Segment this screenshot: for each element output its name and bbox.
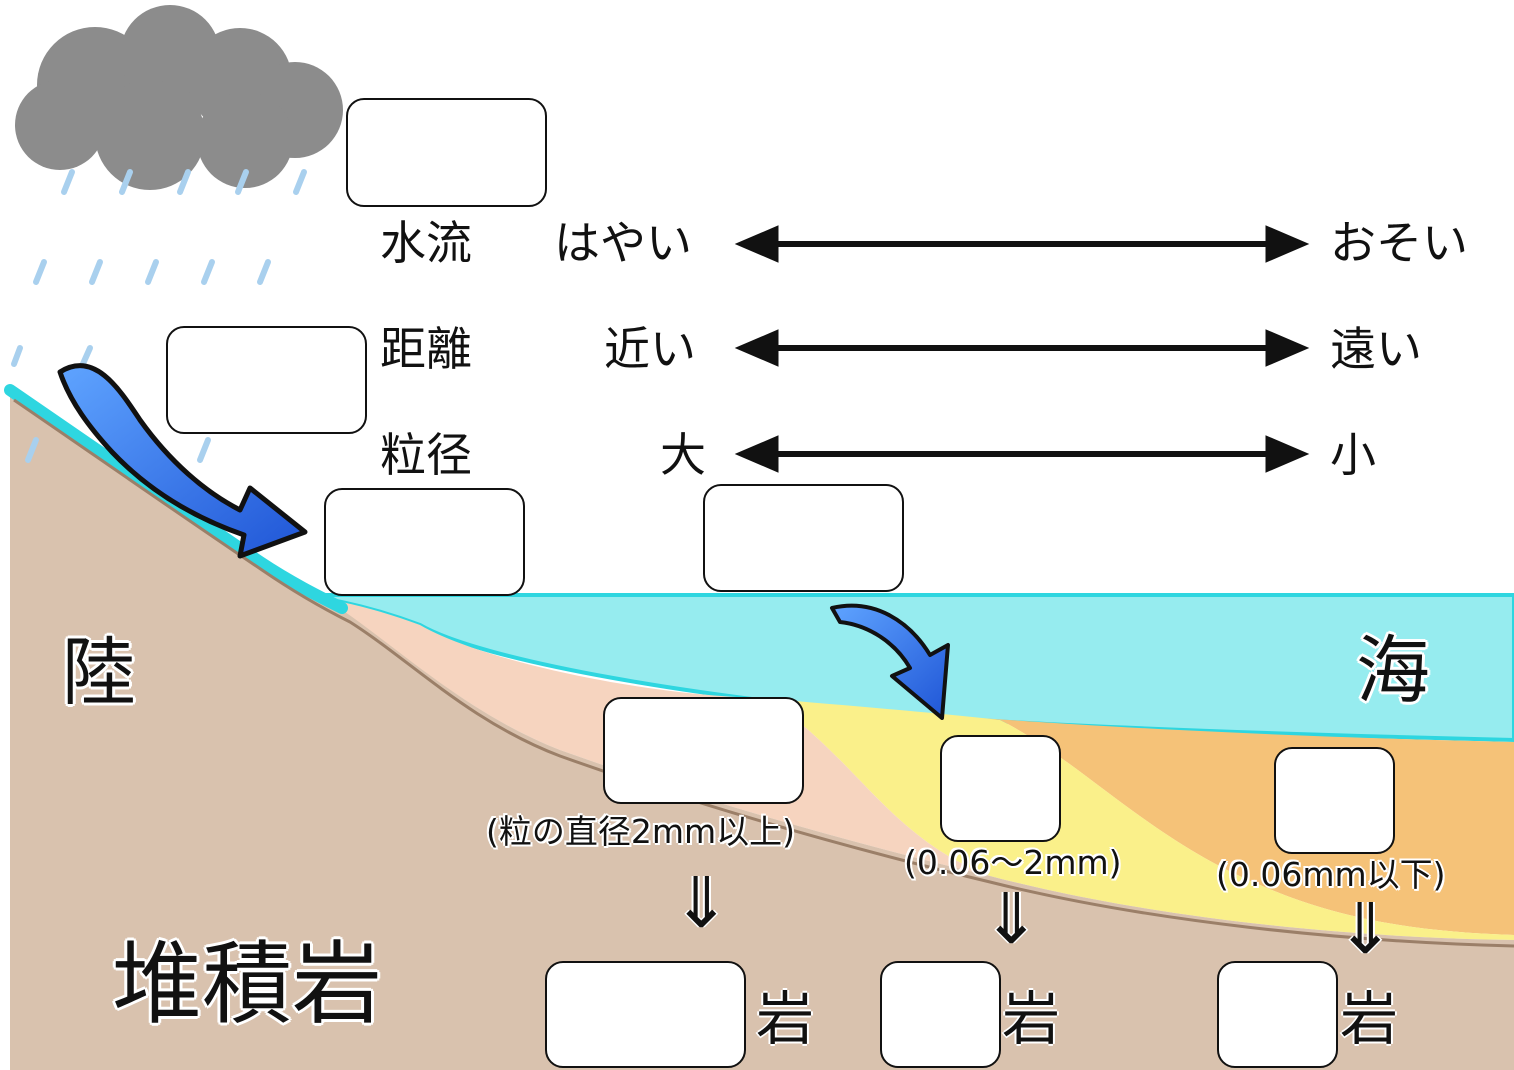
down-arrow-icon: ⇓ <box>1336 888 1395 970</box>
answer-box-sand[interactable] <box>940 735 1061 842</box>
answer-box-weather[interactable] <box>346 98 547 207</box>
down-arrow-icon: ⇓ <box>672 862 731 944</box>
sea-label: 海 <box>1356 628 1430 714</box>
answer-box-rock-gravel[interactable] <box>545 961 746 1068</box>
down-arrow-icon: ⇓ <box>982 878 1041 960</box>
answer-box-deposition[interactable] <box>703 484 904 592</box>
answer-box-land-process[interactable] <box>166 326 367 434</box>
double-headed-arrow-icon <box>734 435 1310 473</box>
rock-suffix-sand: 岩 <box>1002 985 1061 1053</box>
mud-size-note: (0.06mm以下) <box>1216 855 1446 894</box>
water-flow-fast-label: はやい <box>554 216 692 270</box>
answer-box-gravel[interactable] <box>603 697 804 804</box>
rock-suffix-gravel: 岩 <box>756 985 815 1053</box>
grain-size-large-label: 大 <box>660 428 706 482</box>
rain-icon <box>11 169 307 463</box>
flow-arrow-icon <box>830 603 950 720</box>
row-label-distance: 距離 <box>380 322 472 376</box>
water-flow-slow-label: おそい <box>1330 216 1468 270</box>
sand-size-note: (0.06〜2mm) <box>904 843 1122 882</box>
land-label: 陸 <box>62 630 136 716</box>
sedimentary-rock-label: 堆積岩 <box>112 932 382 1037</box>
cloud-icon <box>15 5 343 190</box>
double-headed-arrow-icon <box>734 225 1310 263</box>
ground <box>10 385 1514 1070</box>
distance-near-label: 近い <box>604 322 696 376</box>
answer-box-mud[interactable] <box>1274 747 1395 854</box>
double-headed-arrow-icon <box>734 329 1310 367</box>
gravel-size-note: (粒の直径2mm以上) <box>486 812 796 851</box>
answer-box-transport[interactable] <box>324 488 525 596</box>
row-label-grain-size: 粒径 <box>380 428 472 482</box>
row-label-water-flow: 水流 <box>380 216 472 270</box>
rock-suffix-mud: 岩 <box>1340 985 1399 1053</box>
land-water-film <box>4 384 348 614</box>
distance-far-label: 遠い <box>1330 322 1422 376</box>
grain-size-small-label: 小 <box>1330 428 1376 482</box>
ground-edge <box>13 398 1514 948</box>
answer-box-rock-mud[interactable] <box>1217 961 1338 1068</box>
answer-box-rock-sand[interactable] <box>880 961 1001 1068</box>
flow-arrow-icon <box>57 363 308 559</box>
